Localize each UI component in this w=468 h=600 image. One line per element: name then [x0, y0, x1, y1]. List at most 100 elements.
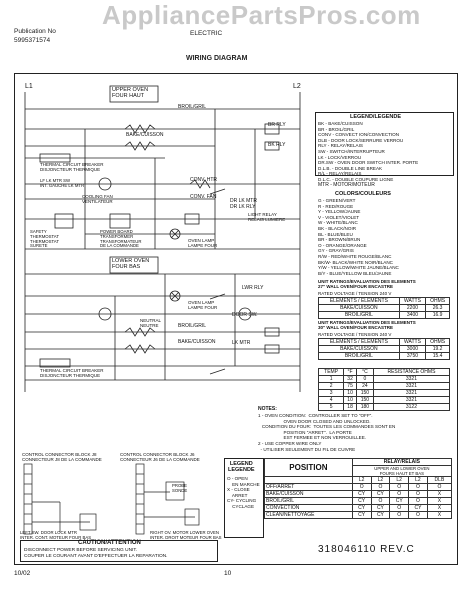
- table-cell: CY: [351, 490, 372, 498]
- publication-label: Publication No: [14, 28, 56, 35]
- note-line: CONDITION DU FOUR: TOUTES LES COMMANDES …: [258, 424, 396, 430]
- rated-voltage-27: RATED VOLTAGE / TENSION 240 V: [318, 291, 392, 296]
- legend-item-extra: MTR - MOTOR/MOTEUR: [318, 182, 375, 188]
- table-cell: CY: [370, 504, 391, 512]
- lwr-rly-label: LWR RLY: [242, 285, 264, 291]
- table-cell: CY: [389, 497, 410, 505]
- caution-box: [20, 540, 218, 562]
- table-cell: BAKE/CUISSON: [318, 304, 400, 312]
- legend-list: BK - BAKE/CUISSON BR - BROIL/GRIL CONV -…: [318, 121, 418, 183]
- legend-item: RLY - RELAY/RELAIS: [318, 143, 363, 149]
- bake-label-bot: BAKE/CUISSON: [178, 339, 216, 345]
- table-cell: CY: [370, 490, 391, 498]
- l1-label: L1: [25, 83, 33, 90]
- legend-item: DLB - DOOR LOCK/SERRURE VERROU: [318, 137, 404, 143]
- caution-line1: DISCONNECT POWER BEFORE SERVICING UNIT.: [24, 548, 138, 553]
- table-cell: 180: [355, 403, 374, 411]
- probe-label: PROBE SONDE: [172, 483, 188, 493]
- dr-lk-mtr-label: DR LK MTR: [230, 198, 257, 204]
- table-cell: O: [389, 483, 410, 491]
- table-header: L2: [389, 476, 410, 484]
- table-cell: O: [389, 490, 410, 498]
- conv-fan-label: CONV. FAN: [190, 194, 217, 200]
- table-cell: 16.9: [425, 311, 450, 319]
- thermal-breaker2-label: THERMAL CIRCUIT BREAKER DISJONCTEUR THER…: [40, 368, 104, 378]
- legend-item: D.L.B. - DOUBLE LINE BREAK: [318, 165, 383, 171]
- bottom-legend-item: CYCLAGE: [227, 503, 255, 509]
- table-cell: BROIL/GRIL: [318, 352, 400, 360]
- rating30-table: ELEMENTS / ELEMENTS WATTS OHMS BAKE/CUIS…: [318, 338, 450, 360]
- left-switch-label: LEFT SW. DOOR LOCK MTR INTER. CONT. MOTE…: [20, 530, 92, 540]
- table-header: ELEMENTS / ELEMENTS: [318, 297, 400, 305]
- table-header: TEMP: [317, 368, 345, 376]
- legend-item: BR - BROIL/GRIL: [318, 126, 355, 132]
- table-cell: 0: [355, 375, 374, 383]
- table-cell: 3321: [372, 375, 451, 383]
- color-item: BK/W- BLACK/WHITE NOIR/BLANC: [318, 259, 393, 265]
- right-switch-label: RIGHT OV. MOTOR LOWER OVEN INTER. DROIT …: [150, 530, 222, 540]
- table-cell: 150: [355, 396, 374, 404]
- table-cell: CY: [351, 504, 372, 512]
- table-cell: O: [389, 511, 410, 519]
- door-sw-label: DOOR SW.: [232, 312, 258, 318]
- table-cell: CY: [351, 511, 372, 519]
- power-board-label: POWER BOARD TRANSFORMER TRANSFORMATEUR D…: [100, 229, 142, 249]
- lf-lk-mtr-label: LF LK MTR SW INT. GAUCHE LK MTR: [40, 178, 85, 188]
- part-number: 318046110 REV.C: [318, 544, 415, 555]
- position-header: POSITION: [264, 458, 353, 477]
- table-cell: 3750: [398, 352, 427, 360]
- broil-label-top: BROIL/GRIL: [178, 104, 207, 110]
- legend-item: CONV - CONVECT ION/CONVECTION: [318, 132, 400, 138]
- color-item: R - RED/ROUGE: [318, 203, 354, 209]
- table-header: °F: [343, 368, 357, 376]
- table-cell: O: [426, 483, 453, 491]
- color-item: Y - YELLOW/JAUNE: [318, 209, 361, 215]
- bake-label-top: BAKE/CUISSON: [126, 132, 164, 138]
- table-cell: 2200: [398, 304, 427, 312]
- bk-rly-label: BK RLY: [268, 142, 286, 148]
- table-cell: BAKE/CUISSON: [318, 345, 400, 353]
- relay-table: POSITION RELAY/RELAIS UPPER AND LOWER OV…: [264, 458, 453, 519]
- table-cell: X: [426, 511, 453, 519]
- rating30-title: UNIT RATINGS/EVALUATION DES ELEMENTS 30"…: [318, 320, 416, 330]
- table-cell: CY: [370, 511, 391, 519]
- safety-thermostat-label: SAFETY THERMOSTAT THERMOSTAT SURETE: [30, 229, 59, 249]
- thermal-breaker-label: THERMAL CIRCUIT BREAKER DISJONCTEUR THER…: [40, 162, 104, 172]
- table-cell: 26.3: [425, 304, 450, 312]
- color-item: BR - BROWN/BRUN: [318, 237, 361, 243]
- table-header: L2: [408, 476, 428, 484]
- lower-oven-label: LOWER OVEN FOUR BAS: [112, 258, 150, 270]
- legend-item: BK - BAKE/CUISSON: [318, 121, 363, 126]
- table-cell: 18: [343, 403, 357, 411]
- table-cell: X: [426, 504, 453, 512]
- bottom-legend-item: ARRET: [227, 492, 248, 498]
- table-cell: CONVECTION: [264, 504, 353, 512]
- table-header: WATTS: [398, 338, 427, 346]
- dr-lk-rly-label: DR LK RLY: [230, 204, 256, 210]
- l2-label: L2: [293, 83, 301, 90]
- diagram-frame: [14, 73, 458, 565]
- note-line: OVEN DOOR CLOSED AND UNLOCKED.: [258, 418, 371, 424]
- relay-title: RELAY/RELAIS: [351, 458, 453, 466]
- table-cell: BROIL/GRIL: [264, 497, 353, 505]
- note-line: 1 - OVEN CONDITION: CONTROLLER SET TO "O…: [258, 413, 373, 418]
- table-cell: 2: [317, 382, 345, 390]
- bottom-legend-list: O - OPEN EN MARCHE X - CLOSE ARRET CY- C…: [227, 476, 260, 510]
- page-title: WIRING DIAGRAM: [186, 55, 248, 62]
- table-cell: BROIL/GRIL: [318, 311, 400, 319]
- color-item: V - VIOLET/VIOLET: [318, 214, 360, 220]
- light-relay-label: LIGHT RELAY RELAIS LUMIERE: [248, 212, 286, 222]
- table-cell: O: [389, 504, 410, 512]
- notes-title: NOTES:: [258, 406, 277, 412]
- schematic-drawing: L1 L2: [24, 83, 301, 392]
- oven-lamp-bot-label: OVEN LAMP LAMPE FOUR: [188, 300, 218, 310]
- table-cell: 5: [317, 403, 345, 411]
- note-line: 2 - USE COPPER WIRE ONLY: [258, 440, 322, 446]
- table-header: OHMS: [425, 338, 450, 346]
- legend-box: [315, 112, 454, 176]
- table-cell: 3321: [372, 389, 451, 397]
- color-item: O - ORANGE/ORANGE: [318, 242, 367, 248]
- publication-number: 5995371574: [14, 37, 51, 44]
- table-cell: O: [408, 483, 428, 491]
- table-header: WATTS: [398, 297, 427, 305]
